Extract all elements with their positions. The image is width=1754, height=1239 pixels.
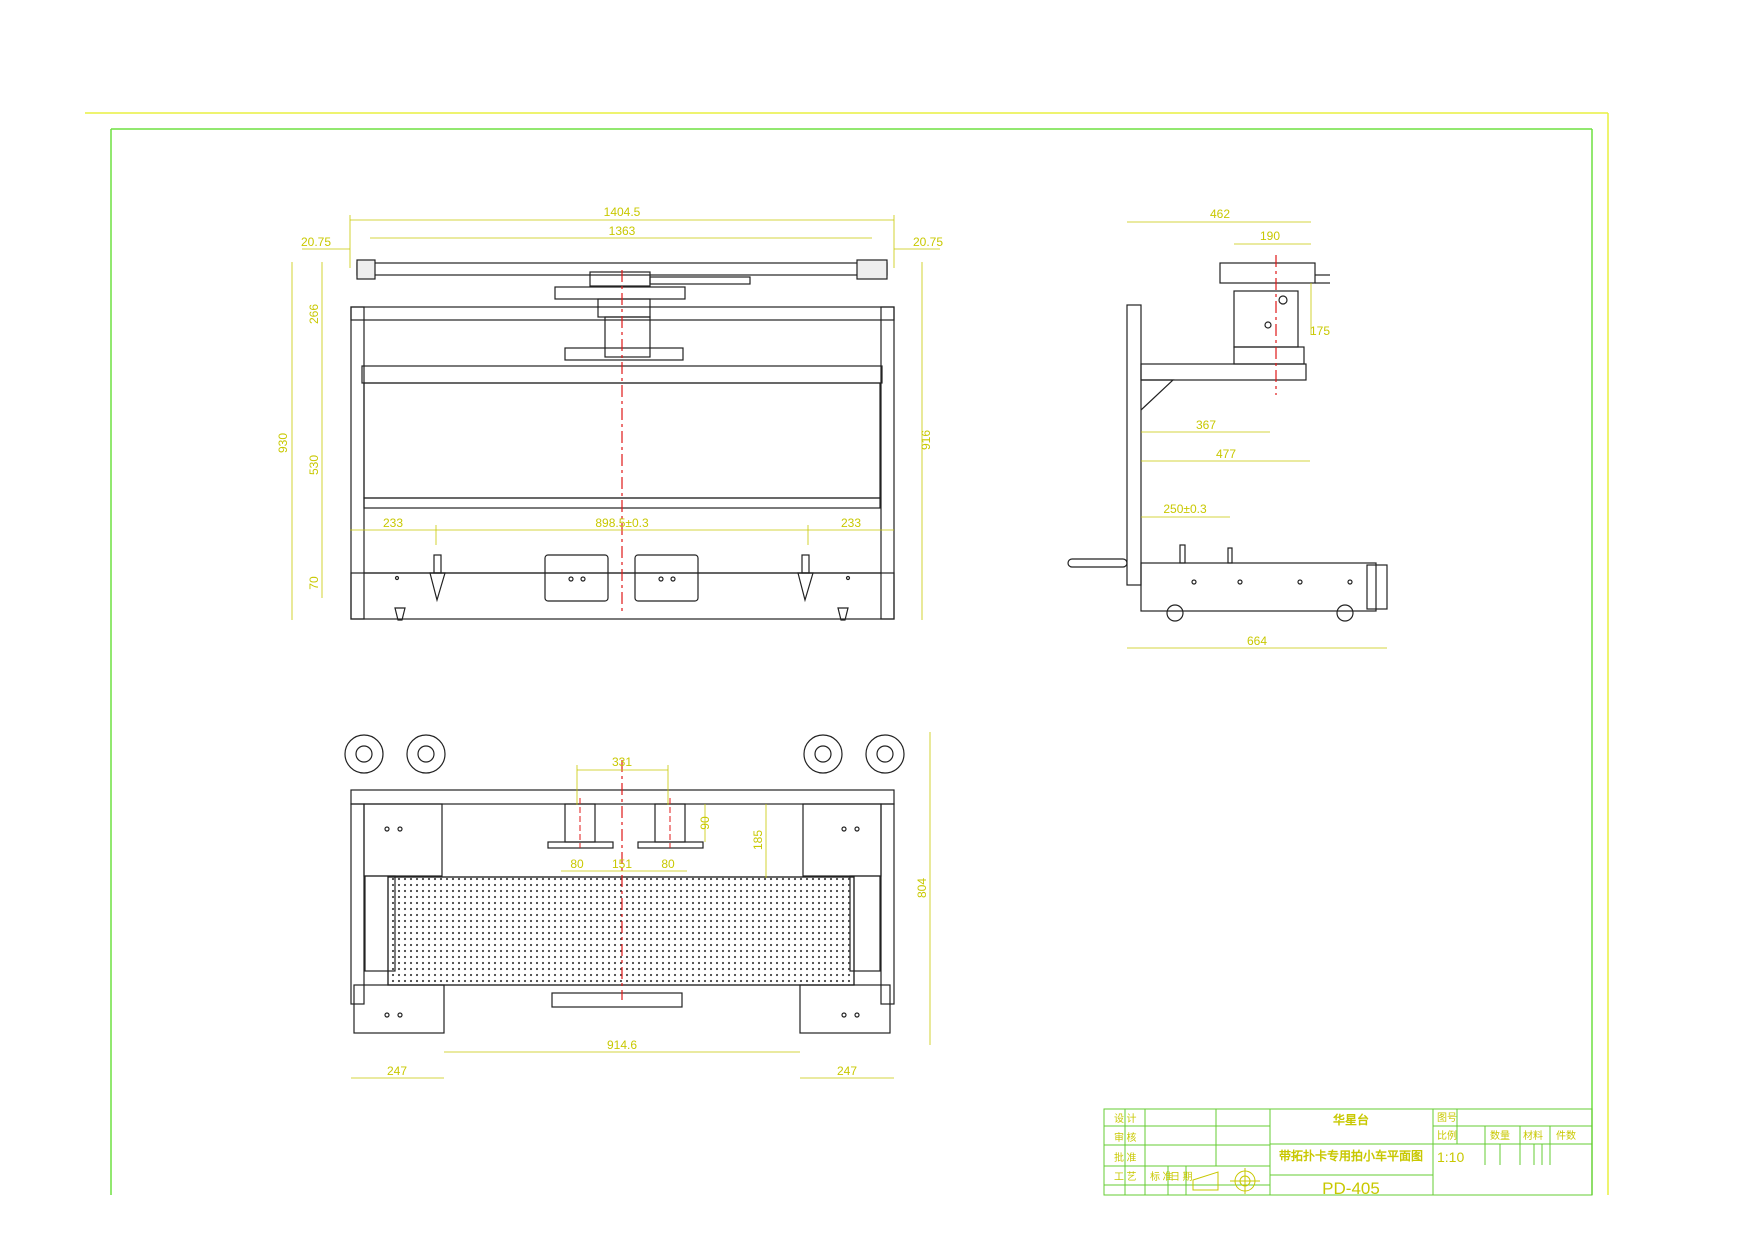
date-label: 日 期 (1170, 1171, 1193, 1183)
dim-overall-width: 1404.5 (604, 205, 641, 219)
dim-center-span: 898.5±0.3 (595, 516, 649, 530)
top-dimensions (351, 732, 931, 1079)
projection-symbol-icon (1192, 1168, 1260, 1194)
wheel-icon (803, 734, 843, 774)
dim-head-height: 175 (1310, 324, 1330, 338)
dim-rail-length: 1363 (609, 224, 636, 238)
approve-label: 批 准 (1114, 1151, 1137, 1164)
wheel-icon (406, 734, 446, 774)
dim-head-width: 190 (1260, 229, 1280, 243)
side-dimensions (1127, 221, 1387, 649)
dim-bottom-height: 70 (307, 576, 321, 590)
dim-bracket-gap: 185 (751, 830, 765, 850)
side-dimension-labels: 462 190 175 367 477 250±0.3 664 (1163, 207, 1330, 648)
scale-value: 1:10 (1437, 1149, 1464, 1165)
company-name: 华星台 (1333, 1112, 1369, 1127)
inner-frame (110, 128, 1593, 1195)
dim-pin-offset: 250±0.3 (1163, 502, 1207, 516)
dim-center-width: 914.6 (607, 1038, 637, 1052)
drawing-number: PD-405 (1322, 1179, 1380, 1198)
dim-middle-height: 530 (307, 455, 321, 475)
top-view (344, 734, 905, 1034)
process-label: 工 艺 (1114, 1171, 1137, 1183)
standard-label: 标 准 (1150, 1171, 1173, 1183)
dim-right-span: 233 (841, 516, 861, 530)
front-dimensions (291, 215, 940, 620)
side-view (1067, 262, 1388, 622)
dim-left-offset: 20.75 (301, 235, 331, 249)
top-dimension-labels: 331 90 185 804 80 151 80 247 914.6 247 (387, 755, 929, 1078)
dim-total-height: 930 (276, 433, 290, 453)
material-label: 材料 (1523, 1129, 1543, 1142)
quantity-label: 数量 (1490, 1129, 1510, 1142)
front-dimension-labels: 1404.5 1363 20.75 20.75 930 266 530 70 9… (276, 205, 943, 590)
dim-side-left: 247 (387, 1064, 407, 1078)
title-block (1103, 1108, 1593, 1196)
dim-arm-length: 477 (1216, 447, 1236, 461)
wheel-icon (344, 734, 384, 774)
dim-pad-center: 151 (612, 857, 632, 871)
dim-top-width: 462 (1210, 207, 1230, 221)
drawing-no-label: 图号 (1437, 1112, 1457, 1124)
dim-left-span: 233 (383, 516, 403, 530)
checker-label: 审 核 (1114, 1131, 1137, 1144)
dim-bracket-span: 331 (612, 755, 632, 769)
dim-arm-reach: 367 (1196, 418, 1216, 432)
outer-frame (85, 112, 1609, 1195)
dim-right-offset: 20.75 (913, 235, 943, 249)
dim-bracket-depth: 90 (698, 816, 712, 830)
dim-pad-left: 80 (570, 857, 584, 871)
weight-label: 件数 (1556, 1129, 1576, 1142)
front-view (350, 259, 895, 621)
designer-label: 设 计 (1114, 1112, 1137, 1125)
dim-pad-right: 80 (661, 857, 675, 871)
wheel-icon (865, 734, 905, 774)
dim-depth-total: 804 (915, 878, 929, 898)
drawing-title: 带拓扑卡专用拍小车平面图 (1279, 1148, 1423, 1163)
dim-side-right: 247 (837, 1064, 857, 1078)
scale-label: 比例 (1437, 1129, 1457, 1142)
dim-base-length: 664 (1247, 634, 1267, 648)
dim-right-height: 916 (919, 430, 933, 450)
dim-upper-height: 266 (307, 304, 321, 324)
title-block-labels: 设 计 审 核 批 准 工 艺 标 准 日 期 华星台 带拓扑卡专用拍小车平面图… (1114, 1112, 1576, 1198)
